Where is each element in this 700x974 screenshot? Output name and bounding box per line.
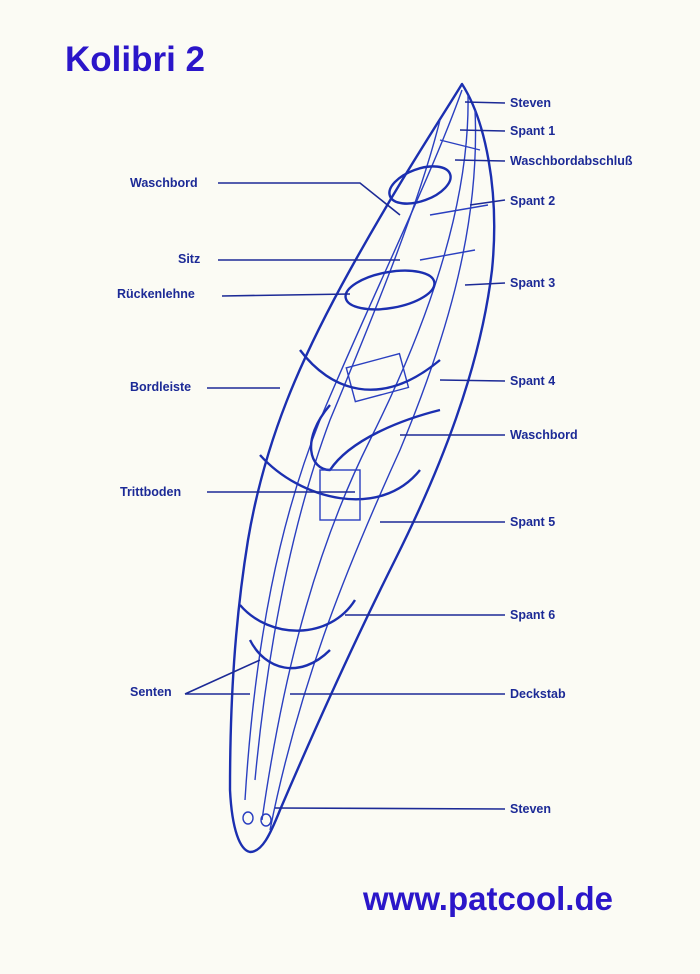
kayak-drawing xyxy=(228,82,496,854)
label-waschbord-right: Waschbord xyxy=(510,428,578,442)
label-spant-3: Spant 3 xyxy=(510,276,555,290)
label-steven-bow: Steven xyxy=(510,96,551,110)
label-spant-1: Spant 1 xyxy=(510,124,555,138)
label-trittboden: Trittboden xyxy=(120,485,181,499)
label-waschbord-left: Waschbord xyxy=(130,176,198,190)
hull-outline xyxy=(228,82,496,854)
website-watermark: www.patcool.de xyxy=(363,880,613,917)
label-bordleiste: Bordleiste xyxy=(130,380,191,394)
label-steven-stern: Steven xyxy=(510,802,551,816)
label-rueckenlehne: Rückenlehne xyxy=(117,287,195,301)
label-sitz: Sitz xyxy=(178,252,200,266)
diagram-title: Kolibri 2 xyxy=(65,40,206,79)
label-spant-5: Spant 5 xyxy=(510,515,555,529)
label-waschbordabschluss: Waschbordabschluß xyxy=(510,154,633,168)
leader-lines xyxy=(184,101,506,810)
label-spant-6: Spant 6 xyxy=(510,608,555,622)
left-labels: Waschbord Sitz Rückenlehne Bordleiste Tr… xyxy=(117,176,200,699)
label-senten: Senten xyxy=(130,685,172,699)
right-labels: Steven Spant 1 Waschbordabschluß Spant 2… xyxy=(510,96,633,816)
label-spant-4: Spant 4 xyxy=(510,374,555,388)
label-deckstab: Deckstab xyxy=(510,687,566,701)
label-spant-2: Spant 2 xyxy=(510,194,555,208)
